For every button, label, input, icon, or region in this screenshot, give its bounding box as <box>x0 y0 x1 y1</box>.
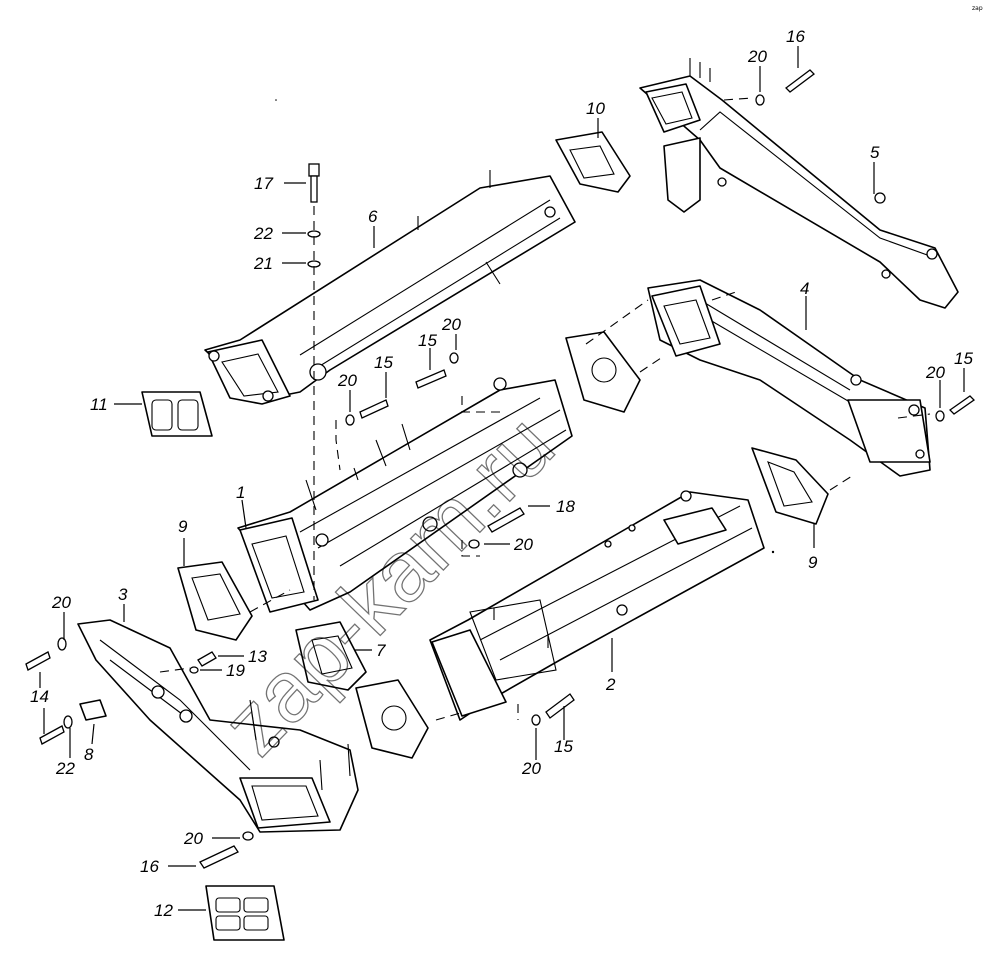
corner-logo: zap <box>972 5 983 12</box>
label-16-top: 16 <box>786 27 805 46</box>
label-20-lower: 20 <box>521 759 541 778</box>
part-9-gasket-upper <box>565 331 641 413</box>
label-3: 3 <box>118 585 128 604</box>
callout-labels: 1 2 3 4 5 6 7 8 9 9 10 11 12 13 14 15 15… <box>30 27 973 920</box>
label-7: 7 <box>376 641 386 660</box>
label-12: 12 <box>154 901 173 920</box>
part-12-gasket <box>205 885 285 941</box>
part-5-exhaust-pipe <box>639 58 959 309</box>
label-20-bottom: 20 <box>183 829 203 848</box>
fasteners <box>25 69 976 869</box>
gasket-lower-middle <box>355 679 429 759</box>
label-19: 19 <box>226 661 245 680</box>
label-20-left: 20 <box>51 593 71 612</box>
label-22-top: 22 <box>253 224 273 243</box>
label-13: 13 <box>248 647 267 666</box>
part-11-gasket <box>141 391 213 437</box>
part-7-gasket <box>295 621 367 691</box>
label-4: 4 <box>800 279 809 298</box>
label-15-mid-upper: 15 <box>418 331 437 350</box>
label-21: 21 <box>253 254 273 273</box>
part-10-gasket <box>555 131 631 193</box>
label-14: 14 <box>30 687 49 706</box>
label-18: 18 <box>556 497 575 516</box>
dot-mark <box>771 550 775 554</box>
part-3-exhaust-manifold <box>77 619 359 833</box>
label-20-mid-upper: 20 <box>441 315 461 334</box>
label-16-bottom: 16 <box>140 857 159 876</box>
part-6-manifold-body <box>204 170 576 405</box>
alignment-lines <box>159 97 931 721</box>
label-17: 17 <box>254 174 273 193</box>
label-6: 6 <box>368 207 378 226</box>
part-1-manifold <box>237 377 573 613</box>
part-9-gasket-left <box>177 561 253 641</box>
label-20-top: 20 <box>747 47 767 66</box>
label-20-center: 20 <box>513 535 533 554</box>
part-4-manifold <box>647 279 931 477</box>
label-20-mid: 20 <box>337 371 357 390</box>
label-1: 1 <box>236 483 245 502</box>
leader-lines <box>39 46 965 911</box>
label-5: 5 <box>870 143 880 162</box>
label-2: 2 <box>605 675 616 694</box>
label-10: 10 <box>586 99 605 118</box>
label-11: 11 <box>90 395 108 414</box>
part-8-clip <box>79 699 107 721</box>
label-8: 8 <box>84 745 94 764</box>
label-9-left: 9 <box>178 517 188 536</box>
label-20-right: 20 <box>925 363 945 382</box>
dot-mark <box>275 99 277 101</box>
part-2-manifold <box>429 490 765 721</box>
label-15-mid: 15 <box>374 353 393 372</box>
label-9-right: 9 <box>808 553 818 572</box>
label-15-right: 15 <box>954 349 973 368</box>
part-9-gasket-right <box>751 447 829 525</box>
label-22-bottom: 22 <box>55 759 75 778</box>
label-15-lower: 15 <box>554 737 573 756</box>
